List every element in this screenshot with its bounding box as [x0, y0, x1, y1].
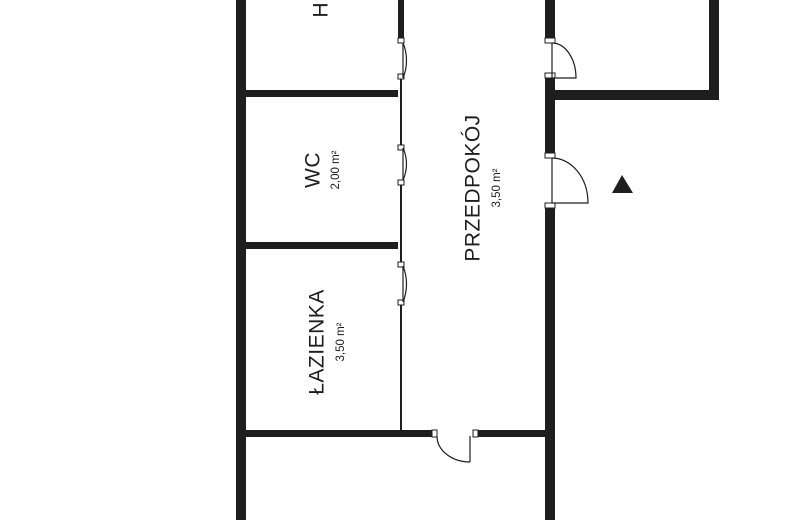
corridor-right-wall-lower: [545, 208, 555, 520]
jamb: [397, 179, 405, 186]
door-h: [402, 42, 408, 79]
jamb: [397, 144, 405, 151]
door-lazienka: [402, 265, 408, 303]
corridor-right-wall-upper: [545, 0, 555, 38]
partition-wc-lazienka: [246, 242, 398, 249]
partition-h-wc: [246, 90, 398, 97]
jamb: [431, 429, 438, 438]
left-outer-wall: [236, 0, 246, 520]
door-top-right-room: [551, 42, 577, 79]
jamb: [544, 37, 556, 44]
jamb: [397, 299, 405, 306]
room-name-wc: WC: [302, 152, 325, 188]
room-area-wc: 2,00 m²: [330, 150, 342, 189]
room-name-przedpokoj: PRZEDPOKÓJ: [462, 114, 485, 261]
room-area-przedpokoj: 3,50 m²: [491, 168, 503, 207]
walls: [236, 0, 719, 520]
door-jambs: [397, 37, 556, 438]
room-area-lazienka: 3,50 m²: [335, 322, 347, 361]
partition-bottom-right: [475, 430, 545, 437]
jamb: [544, 202, 556, 209]
top-right-room-wall-bottom: [555, 90, 719, 100]
door-wc: [402, 147, 408, 181]
corridor-right-wall-mid: [545, 78, 555, 158]
top-partition-stub: [398, 0, 404, 38]
jamb: [397, 261, 405, 268]
entrance-triangle-icon: [612, 175, 633, 193]
jamb: [544, 152, 556, 159]
door-bottom: [436, 435, 471, 463]
doors: [402, 42, 589, 463]
jamb: [544, 72, 556, 79]
door-entrance: [551, 157, 589, 204]
jamb: [397, 37, 405, 44]
jamb: [472, 429, 479, 438]
room-name-lazienka: ŁAZIENKA: [306, 289, 329, 395]
top-right-room-wall-right: [709, 0, 719, 100]
room-label-top-left: H: [310, 2, 333, 18]
partition-bottom: [246, 430, 435, 437]
